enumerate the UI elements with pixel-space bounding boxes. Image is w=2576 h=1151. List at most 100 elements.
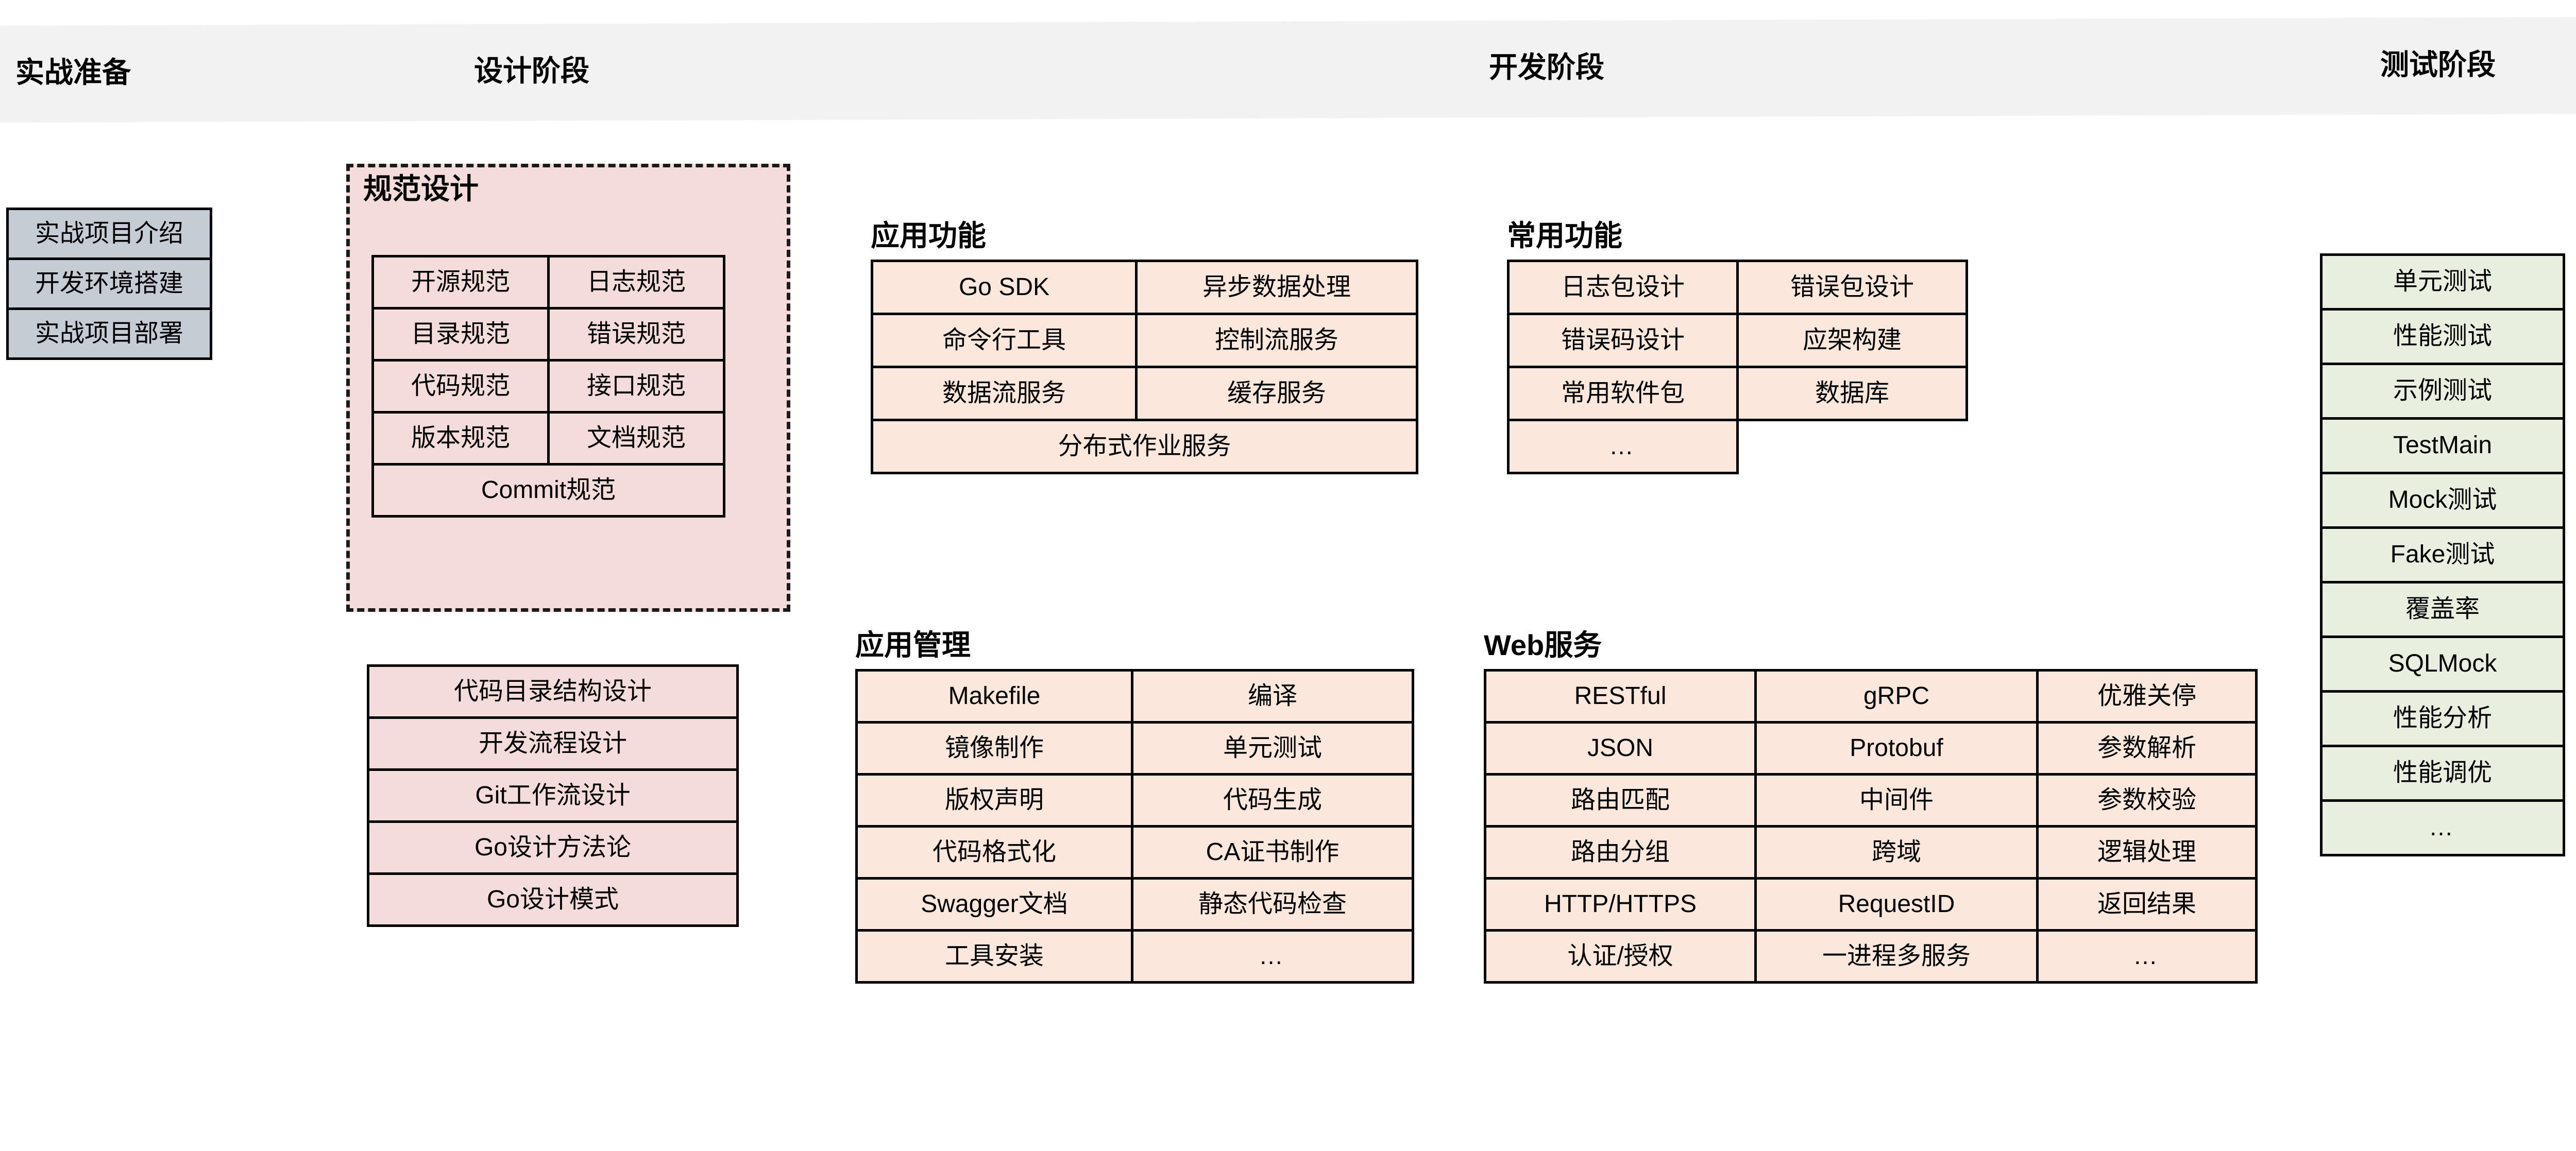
app-manage-cell-ellipsis[interactable]: … (1131, 929, 1414, 984)
test-stage-group: 单元测试 性能测试 示例测试 TestMain Mock测试 Fake测试 覆盖… (2320, 253, 2565, 856)
app-manage-cell[interactable]: Makefile (855, 669, 1133, 724)
test-item-0[interactable]: 单元测试 (2320, 253, 2565, 311)
table-row: 代码格式化 CA证书制作 (855, 825, 1414, 880)
web-service-cell[interactable]: 返回结果 (2036, 877, 2258, 932)
app-manage-cell[interactable]: 静态代码检查 (1131, 877, 1414, 932)
common-function-cell[interactable]: 错误码设计 (1507, 313, 1739, 368)
test-item-3[interactable]: TestMain (2320, 417, 2565, 474)
app-manage-title: 应用管理 (855, 629, 971, 661)
design-extra-item-1[interactable]: 开发流程设计 (367, 716, 739, 771)
common-function-group: 常用功能 日志包设计 错误包设计 错误码设计 应架构建 常用软件包 数据库 … (1507, 221, 1968, 474)
web-service-cell[interactable]: Protobuf (1754, 721, 2039, 776)
web-service-cell[interactable]: 优雅关停 (2036, 669, 2258, 724)
table-row: 版权声明 代码生成 (855, 773, 1414, 828)
app-manage-cell[interactable]: 工具安装 (855, 929, 1133, 984)
design-extra-item-4[interactable]: Go设计模式 (367, 872, 739, 927)
web-service-cell[interactable]: 逻辑处理 (2036, 825, 2258, 880)
common-function-cell[interactable]: 错误包设计 (1736, 260, 1968, 315)
web-service-cell[interactable]: gRPC (1754, 669, 2039, 724)
web-service-cell[interactable]: RequestID (1754, 877, 2039, 932)
app-function-cell[interactable]: 控制流服务 (1135, 313, 1418, 368)
design-extra-item-3[interactable]: Go设计方法论 (367, 820, 739, 875)
spec-cell[interactable]: 文档规范 (547, 411, 725, 466)
prep-item-0[interactable]: 实战项目介绍 (6, 208, 212, 260)
phase-label-3: 测试阶段 (2380, 48, 2496, 81)
table-row: 工具安装 … (855, 929, 1414, 984)
spec-cell[interactable]: 错误规范 (547, 307, 725, 362)
web-service-cell[interactable]: 路由分组 (1484, 825, 1757, 880)
web-service-cell[interactable]: 认证/授权 (1484, 929, 1757, 984)
table-row: 性能调优 (2320, 745, 2565, 802)
test-item-9[interactable]: 性能调优 (2320, 745, 2565, 802)
web-service-cell-ellipsis[interactable]: … (2036, 929, 2258, 984)
test-item-ellipsis[interactable]: … (2320, 799, 2565, 856)
table-row: RESTful gRPC 优雅关停 (1484, 669, 2258, 724)
common-function-cell[interactable]: 数据库 (1736, 366, 1968, 421)
test-item-8[interactable]: 性能分析 (2320, 690, 2565, 747)
table-row: Mock测试 (2320, 472, 2565, 529)
test-item-1[interactable]: 性能测试 (2320, 308, 2565, 365)
web-service-cell[interactable]: 中间件 (1754, 773, 2039, 828)
app-function-cell[interactable]: 缓存服务 (1135, 366, 1418, 421)
app-manage-table: Makefile 编译 镜像制作 单元测试 版权声明 代码生成 代码格式化 CA… (855, 669, 1414, 984)
app-manage-group: 应用管理 Makefile 编译 镜像制作 单元测试 版权声明 代码生成 代码格… (855, 631, 1414, 984)
app-manage-cell[interactable]: 代码格式化 (855, 825, 1133, 880)
table-row: 版本规范 文档规范 (371, 411, 725, 466)
phase-label-0: 实战准备 (15, 56, 131, 89)
spec-cell[interactable]: 开源规范 (371, 255, 550, 310)
web-service-cell[interactable]: 参数解析 (2036, 721, 2258, 776)
common-function-cell[interactable]: 常用软件包 (1507, 366, 1739, 421)
test-item-7[interactable]: SQLMock (2320, 635, 2565, 693)
web-service-cell[interactable]: 跨域 (1754, 825, 2039, 880)
spec-cell[interactable]: 代码规范 (371, 359, 550, 414)
phase-label-1: 设计阶段 (474, 55, 589, 87)
test-item-6[interactable]: 覆盖率 (2320, 581, 2565, 638)
test-item-4[interactable]: Mock测试 (2320, 472, 2565, 529)
table-row: Makefile 编译 (855, 669, 1414, 724)
app-manage-cell[interactable]: 编译 (1131, 669, 1414, 724)
prep-group: 实战项目介绍 开发环境搭建 实战项目部署 (6, 208, 212, 360)
prep-item-2[interactable]: 实战项目部署 (6, 307, 212, 360)
spec-cell[interactable]: 版本规范 (371, 411, 550, 466)
spec-design-title: 规范设计 (363, 173, 479, 205)
table-row: 命令行工具 控制流服务 (871, 313, 1418, 368)
app-function-cell-full[interactable]: 分布式作业服务 (871, 419, 1418, 474)
spec-cell[interactable]: 接口规范 (547, 359, 725, 414)
app-manage-cell[interactable]: 镜像制作 (855, 721, 1133, 776)
common-function-cell[interactable]: 日志包设计 (1507, 260, 1739, 315)
prep-item-1[interactable]: 开发环境搭建 (6, 257, 212, 310)
spec-cell-commit[interactable]: Commit规范 (371, 463, 725, 518)
app-manage-cell[interactable]: 版权声明 (855, 773, 1133, 828)
test-item-2[interactable]: 示例测试 (2320, 363, 2565, 420)
app-function-cell[interactable]: 异步数据处理 (1135, 260, 1418, 315)
test-stage-table: 单元测试 性能测试 示例测试 TestMain Mock测试 Fake测试 覆盖… (2320, 253, 2565, 856)
app-manage-cell[interactable]: Swagger文档 (855, 877, 1133, 932)
web-service-cell[interactable]: RESTful (1484, 669, 1757, 724)
web-service-cell[interactable]: 一进程多服务 (1754, 929, 2039, 984)
app-function-cell[interactable]: 数据流服务 (871, 366, 1138, 421)
common-function-cell-ellipsis[interactable]: … (1507, 419, 1739, 474)
table-row: JSON Protobuf 参数解析 (1484, 721, 2258, 776)
table-row: 性能分析 (2320, 690, 2565, 747)
design-extra-item-0[interactable]: 代码目录结构设计 (367, 664, 739, 719)
web-service-cell[interactable]: 路由匹配 (1484, 773, 1757, 828)
common-function-cell[interactable]: 应架构建 (1736, 313, 1968, 368)
app-function-cell[interactable]: 命令行工具 (871, 313, 1138, 368)
design-extra-item-2[interactable]: Git工作流设计 (367, 768, 739, 823)
app-manage-cell[interactable]: 代码生成 (1131, 773, 1414, 828)
spec-design-table: 开源规范 日志规范 目录规范 错误规范 代码规范 接口规范 版本规范 文档规范 … (371, 255, 725, 518)
web-service-title: Web服务 (1484, 629, 1602, 661)
app-manage-cell[interactable]: CA证书制作 (1131, 825, 1414, 880)
table-row: Go设计方法论 (367, 820, 739, 875)
app-function-cell[interactable]: Go SDK (871, 260, 1138, 315)
web-service-cell[interactable]: 参数校验 (2036, 773, 2258, 828)
web-service-cell[interactable]: JSON (1484, 721, 1757, 776)
table-row: Go设计模式 (367, 872, 739, 927)
spec-cell[interactable]: 目录规范 (371, 307, 550, 362)
app-manage-cell[interactable]: 单元测试 (1131, 721, 1414, 776)
test-item-5[interactable]: Fake测试 (2320, 526, 2565, 583)
table-row: 覆盖率 (2320, 581, 2565, 638)
web-service-cell[interactable]: HTTP/HTTPS (1484, 877, 1757, 932)
spec-cell[interactable]: 日志规范 (547, 255, 725, 310)
table-row: 错误码设计 应架构建 (1507, 313, 1968, 368)
